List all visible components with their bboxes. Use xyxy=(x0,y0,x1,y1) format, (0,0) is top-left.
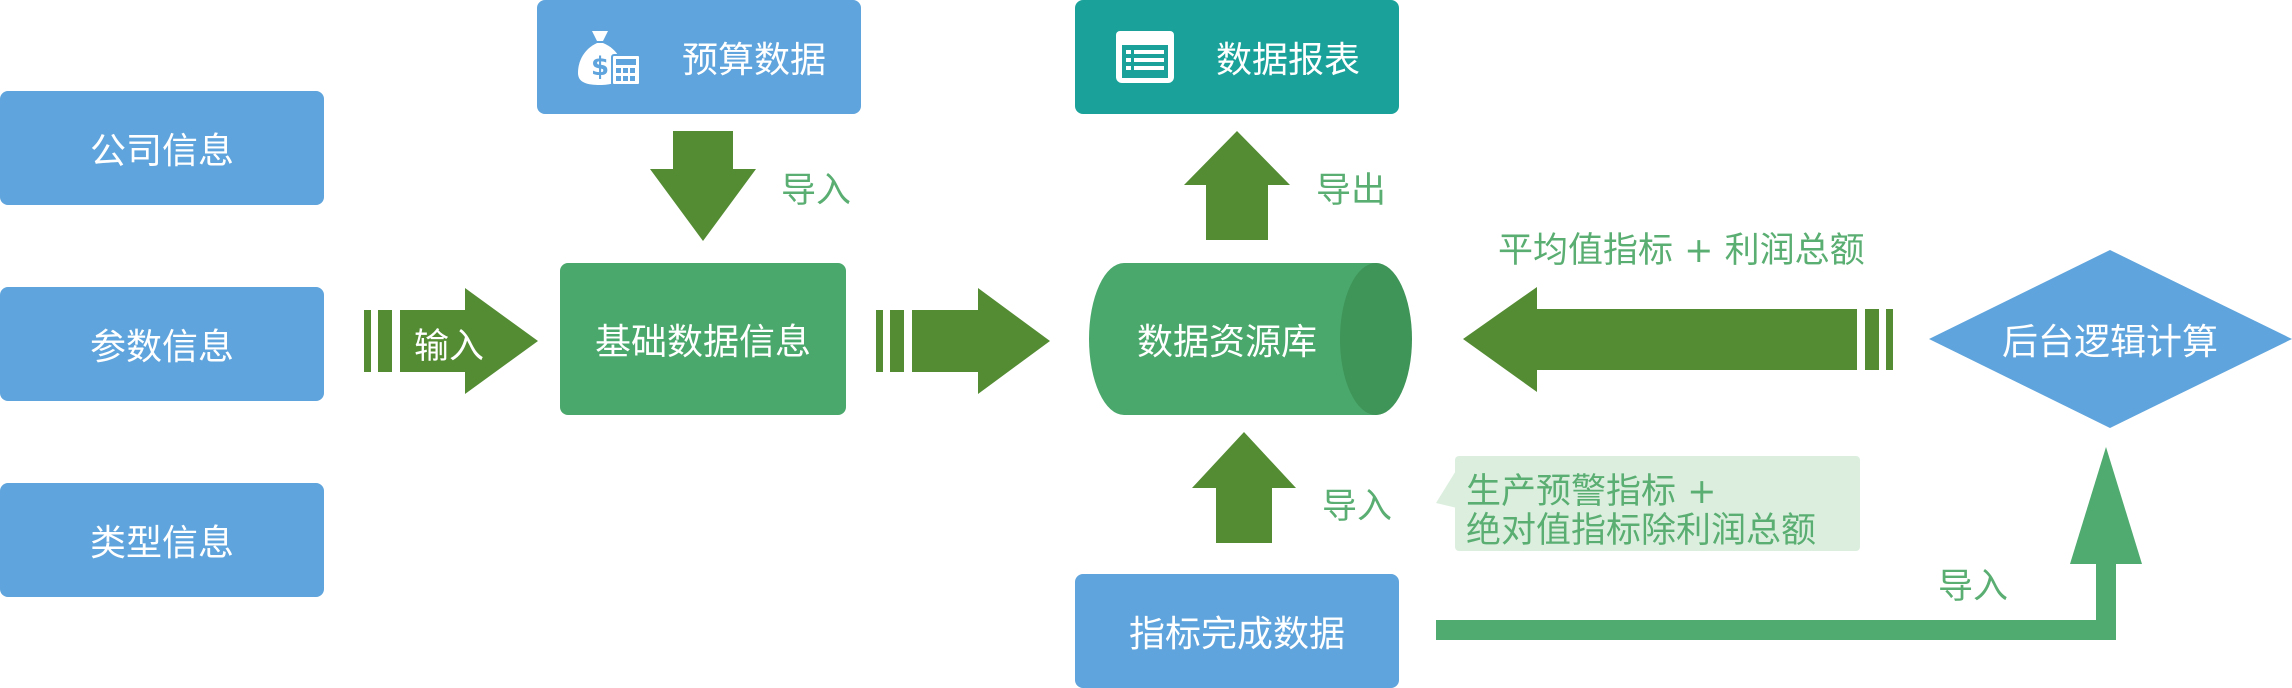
base-data-info-label: 基础数据信息 xyxy=(594,322,811,363)
indicator-completion-box: 指标完成数据 xyxy=(1075,574,1399,688)
svg-text:$: $ xyxy=(591,52,609,82)
input-label: 输入 xyxy=(414,327,485,367)
import-top-label: 导入 xyxy=(781,171,852,211)
formula-callout xyxy=(1436,456,1860,551)
backend-label-box: 后台逻辑计算 xyxy=(1960,300,2260,378)
backend-label: 后台逻辑计算 xyxy=(2001,322,2218,363)
import-down-arrow xyxy=(650,131,756,241)
database-cylinder xyxy=(1089,263,1412,415)
budget-data-label: 预算数据 xyxy=(681,40,826,81)
data-report-box: 数据报表 xyxy=(1075,0,1399,114)
input-arrow xyxy=(364,288,538,394)
parameter-info-box: 参数信息 xyxy=(0,287,324,401)
formula-callout-line1: 生产预警指标 + xyxy=(1466,472,1717,512)
base-data-info-box: 基础数据信息 xyxy=(560,263,846,415)
base-to-database-arrow xyxy=(876,288,1050,394)
indicator-completion-label: 指标完成数据 xyxy=(1128,614,1345,655)
database-label-box: 数据资源库 xyxy=(1092,263,1362,415)
list-document-icon xyxy=(1115,31,1174,83)
budget-data-box: $ 预算数据 xyxy=(537,0,861,114)
data-report-label: 数据报表 xyxy=(1215,40,1360,81)
money-bag-calculator-icon: $ xyxy=(577,31,641,86)
company-info-box: 公司信息 xyxy=(0,91,324,205)
formula-top-label: 平均值指标 + 利润总额 xyxy=(1498,231,1865,271)
indicator-to-backend-connector xyxy=(1436,447,2142,640)
company-info-label: 公司信息 xyxy=(89,131,234,172)
export-up-arrow xyxy=(1184,131,1290,240)
type-info-label: 类型信息 xyxy=(89,523,234,564)
backend-diamond xyxy=(1929,250,2292,428)
export-label: 导出 xyxy=(1316,171,1387,211)
parameter-info-label: 参数信息 xyxy=(89,327,234,368)
import-bottom-label: 导入 xyxy=(1938,567,2009,607)
import-mid-label: 导入 xyxy=(1322,487,1393,527)
type-info-box: 类型信息 xyxy=(0,483,324,597)
import-up-arrow xyxy=(1192,432,1296,543)
backend-to-database-arrow xyxy=(1463,287,1893,392)
database-label: 数据资源库 xyxy=(1136,322,1317,363)
formula-callout-line2: 绝对值指标除利润总额 xyxy=(1466,511,1817,551)
